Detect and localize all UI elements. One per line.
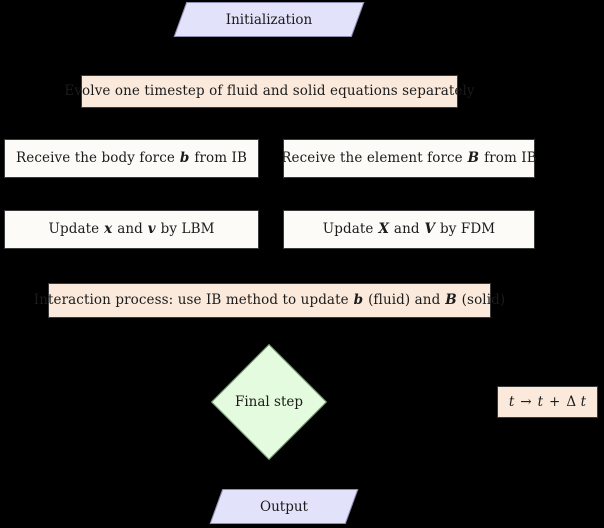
receive-element-force-suffix: from IB: [484, 150, 537, 167]
initialization-label: Initialization: [225, 11, 313, 28]
time-arrow-icon: →: [520, 393, 532, 410]
connector-interaction-to-final: [269, 318, 270, 354]
node-final-step[interactable]: Final step: [211, 344, 327, 460]
time-increment-label: t → t + Δ t: [508, 393, 587, 410]
connector-final-to-time: [337, 402, 497, 403]
receive-element-force-prefix: Receive the element force: [281, 150, 463, 167]
connector-evolve-split: [269, 108, 270, 138]
output-label: Output: [260, 498, 308, 515]
time-plus-sign: +: [549, 393, 561, 410]
update-lbm-suffix: by LBM: [160, 221, 215, 238]
connector-init-to-evolve: [269, 37, 270, 75]
connector-element-to-fdm: [408, 178, 409, 210]
node-output[interactable]: Output: [209, 489, 359, 524]
fdm-symbol-V: V: [424, 221, 436, 238]
receive-body-force-label: Receive the body force b from IB: [16, 151, 247, 166]
connector-final-to-output: [269, 448, 270, 488]
time-var-1: t: [508, 393, 515, 410]
node-initialization[interactable]: Initialization: [173, 2, 365, 37]
interaction-mid: (fluid) and: [368, 292, 441, 309]
update-fdm-label: Update X and V by FDM: [323, 222, 495, 237]
interaction-symbol-b: b: [353, 292, 364, 309]
update-lbm-label: Update x and v by LBM: [48, 222, 214, 237]
receive-body-force-suffix: from IB: [194, 150, 247, 167]
interaction-symbol-B: B: [445, 292, 457, 309]
node-evolve-timestep[interactable]: Evolve one timestep of fluid and solid e…: [64, 75, 475, 108]
node-interaction-process[interactable]: Interaction process: use IB method to up…: [34, 283, 505, 318]
update-fdm-suffix: by FDM: [440, 221, 496, 238]
node-receive-element-force[interactable]: Receive the element force B from IB: [281, 139, 537, 178]
receive-body-force-prefix: Receive the body force: [16, 150, 175, 167]
evolve-timestep-label: Evolve one timestep of fluid and solid e…: [64, 83, 475, 100]
body-force-symbol: b: [179, 150, 190, 167]
receive-element-force-label: Receive the element force B from IB: [281, 151, 536, 166]
final-step-label: Final step: [234, 394, 304, 410]
lbm-symbol-x: x: [104, 221, 113, 238]
node-receive-body-force[interactable]: Receive the body force b from IB: [4, 139, 259, 178]
interaction-suffix: (solid): [461, 292, 506, 309]
update-lbm-prefix: Update: [48, 221, 100, 238]
time-var-3: t: [580, 393, 587, 410]
time-var-2: t: [537, 393, 544, 410]
node-update-lbm[interactable]: Update x and v by LBM: [4, 210, 259, 249]
connector-body-to-lbm: [131, 178, 132, 210]
node-time-increment[interactable]: t → t + Δ t: [497, 386, 598, 418]
update-fdm-prefix: Update: [322, 221, 374, 238]
time-delta-symbol: Δ: [566, 393, 577, 410]
element-force-symbol: B: [467, 150, 480, 167]
node-update-fdm[interactable]: Update X and V by FDM: [283, 210, 535, 249]
update-lbm-conjunction: and: [117, 221, 143, 238]
fdm-symbol-X: X: [378, 221, 390, 238]
lbm-symbol-v: v: [147, 221, 156, 238]
update-fdm-conjunction: and: [393, 221, 420, 238]
interaction-prefix: Interaction process: use IB method to up…: [33, 292, 349, 309]
interaction-process-label: Interaction process: use IB method to up…: [34, 293, 505, 308]
